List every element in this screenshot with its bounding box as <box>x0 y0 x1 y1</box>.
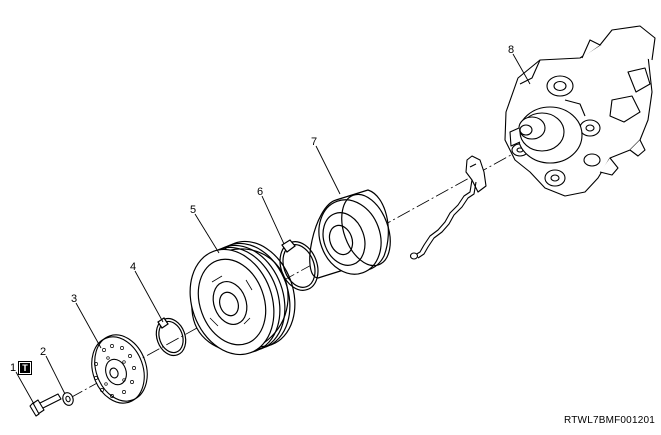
drawing-code: RTWL7BMF001201 <box>564 415 655 426</box>
bolt <box>29 393 62 417</box>
callout-4: 4 <box>130 261 137 273</box>
callout-6: 6 <box>257 186 264 198</box>
center-axis <box>69 149 521 399</box>
snap-ring-pulley <box>155 317 187 357</box>
callout-3: 3 <box>71 293 78 305</box>
compressor-body <box>504 25 656 197</box>
torque-icon: T <box>18 361 32 375</box>
clutch-coil-harness <box>409 155 487 260</box>
callout-8: 8 <box>508 44 515 56</box>
callout-1: 1 <box>10 362 17 374</box>
callout-5: 5 <box>190 204 197 216</box>
pressure-plate <box>91 334 148 404</box>
callout-7: 7 <box>311 136 318 148</box>
leader-lines <box>15 53 531 405</box>
washer <box>62 392 74 406</box>
torque-symbol: T <box>20 363 30 373</box>
pulley <box>189 240 296 356</box>
field-coil <box>309 189 391 279</box>
callout-2: 2 <box>40 346 47 358</box>
